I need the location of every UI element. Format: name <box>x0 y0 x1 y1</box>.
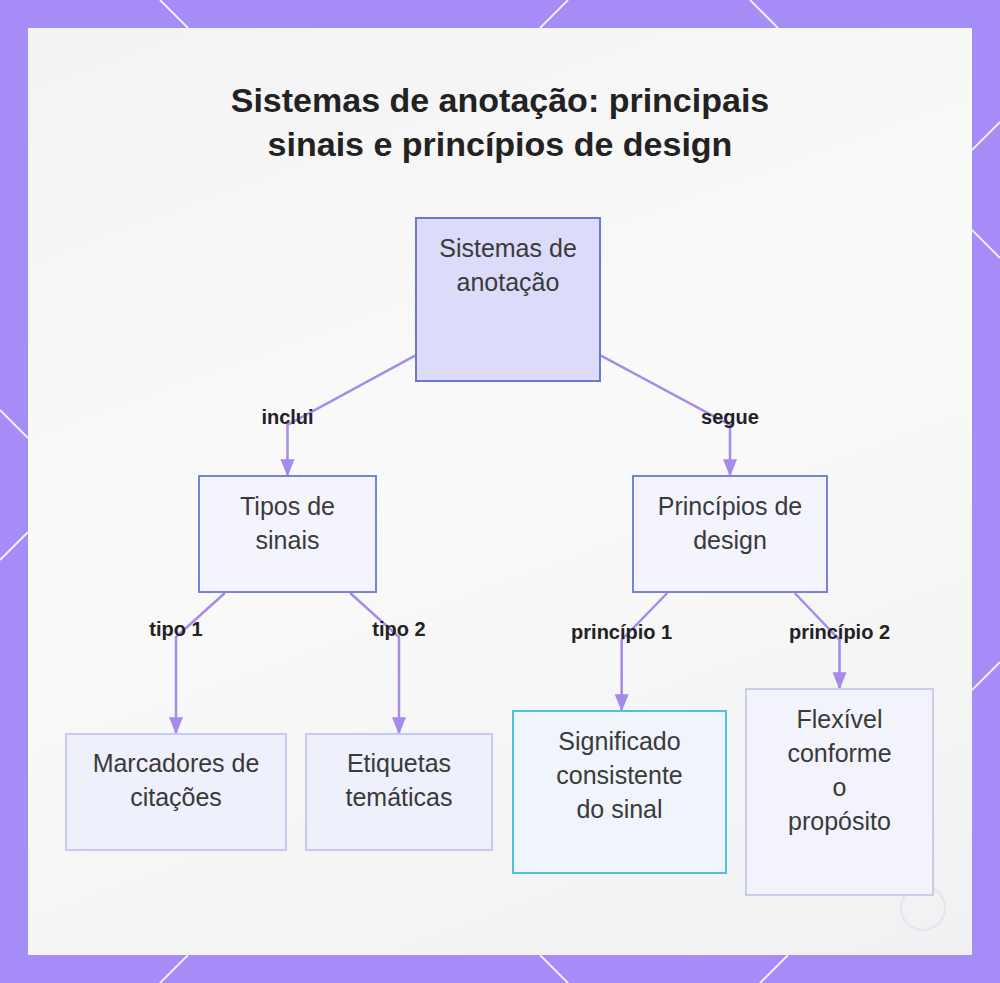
node-label: Flexível conforme o propósito <box>781 702 899 838</box>
node-label: Etiquetas temáticas <box>329 746 469 814</box>
category-box: Princípios de design <box>632 475 828 593</box>
connector-arrow <box>622 593 668 710</box>
edge-label: inclui <box>261 405 313 429</box>
edge-label: tipo 1 <box>149 617 202 641</box>
highlighted-leaf-box: Significado consistente do sinal <box>512 710 727 874</box>
connector-arrow <box>176 593 225 733</box>
leaf-box: Flexível conforme o propósito <box>745 688 934 896</box>
edge-label: princípio 2 <box>789 620 890 644</box>
node-label: Marcadores de citações <box>91 746 261 814</box>
node-label: Sistemas de anotação <box>438 231 578 299</box>
edge-label: princípio 1 <box>571 620 672 644</box>
node-label: Princípios de design <box>655 489 805 557</box>
leaf-box: Marcadores de citações <box>65 733 287 851</box>
root-box: Sistemas de anotação <box>415 217 601 382</box>
diagram-title: Sistemas de anotação: principais sinais … <box>190 78 810 166</box>
node-label: Significado consistente do sinal <box>540 724 700 826</box>
leaf-box: Etiquetas temáticas <box>305 733 493 851</box>
connector-arrow <box>350 593 399 733</box>
category-box: Tipos de sinais <box>198 475 377 593</box>
node-label: Tipos de sinais <box>218 489 358 557</box>
edge-label: segue <box>701 405 759 429</box>
edge-label: tipo 2 <box>372 617 425 641</box>
